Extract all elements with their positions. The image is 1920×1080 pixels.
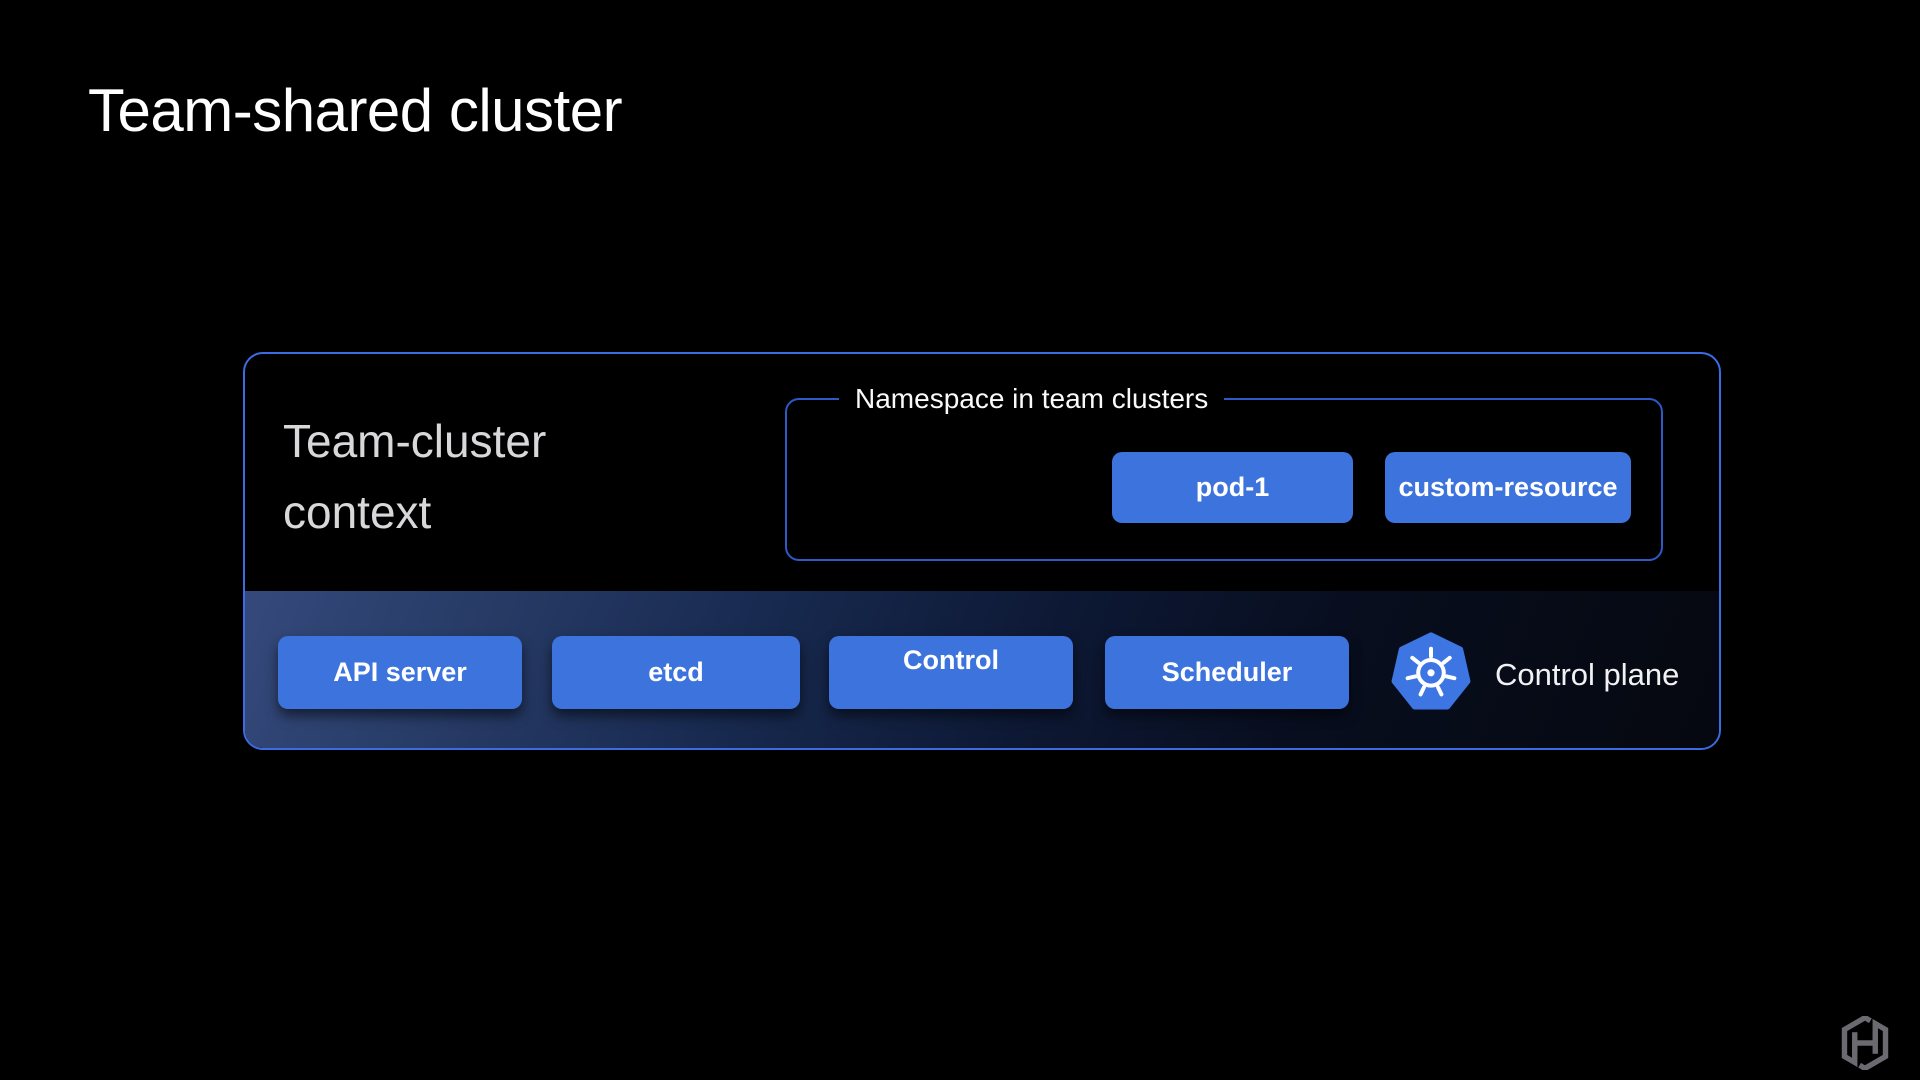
context-label: Team-cluster context: [283, 415, 547, 538]
slide-title: Team-shared cluster: [88, 77, 623, 144]
node-control: Control: [829, 636, 1073, 709]
node-api-server: API server: [278, 636, 522, 709]
kubernetes-icon: [1391, 632, 1471, 710]
control-plane-bar: API server etcd Control Scheduler Contro…: [245, 591, 1719, 748]
control-plane-label: Control plane: [1495, 657, 1680, 692]
namespace-box: Namespace in team clusters pod-1 custom-…: [785, 383, 1663, 561]
node-scheduler: Scheduler: [1105, 636, 1349, 709]
node-custom-resource: custom-resource: [1385, 452, 1631, 523]
team-cluster-box: Team-cluster context Namespace in team c…: [243, 352, 1721, 750]
namespace-legend: Namespace in team clusters: [839, 383, 1225, 415]
node-pod-1: pod-1: [1112, 452, 1353, 523]
hashicorp-icon: [1841, 1016, 1889, 1070]
node-etcd: etcd: [552, 636, 800, 709]
